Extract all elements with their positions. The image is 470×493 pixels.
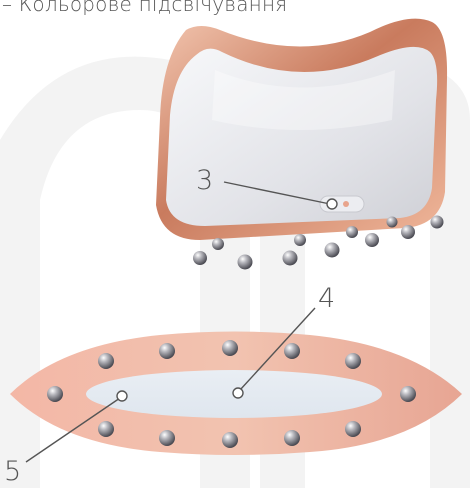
silver-body	[166, 47, 437, 226]
indicator-light-icon	[343, 201, 349, 207]
callout-number-3: 3	[196, 167, 213, 194]
massager-head-device	[156, 19, 447, 270]
callout-dot-5	[117, 391, 127, 401]
callout-dot-4	[233, 388, 243, 398]
callout-dot-3	[327, 199, 337, 209]
caption-text: – Кольорове підсвічування	[2, 0, 287, 16]
callout-number-4: 4	[318, 285, 335, 312]
callout-number-5: 5	[4, 458, 21, 485]
